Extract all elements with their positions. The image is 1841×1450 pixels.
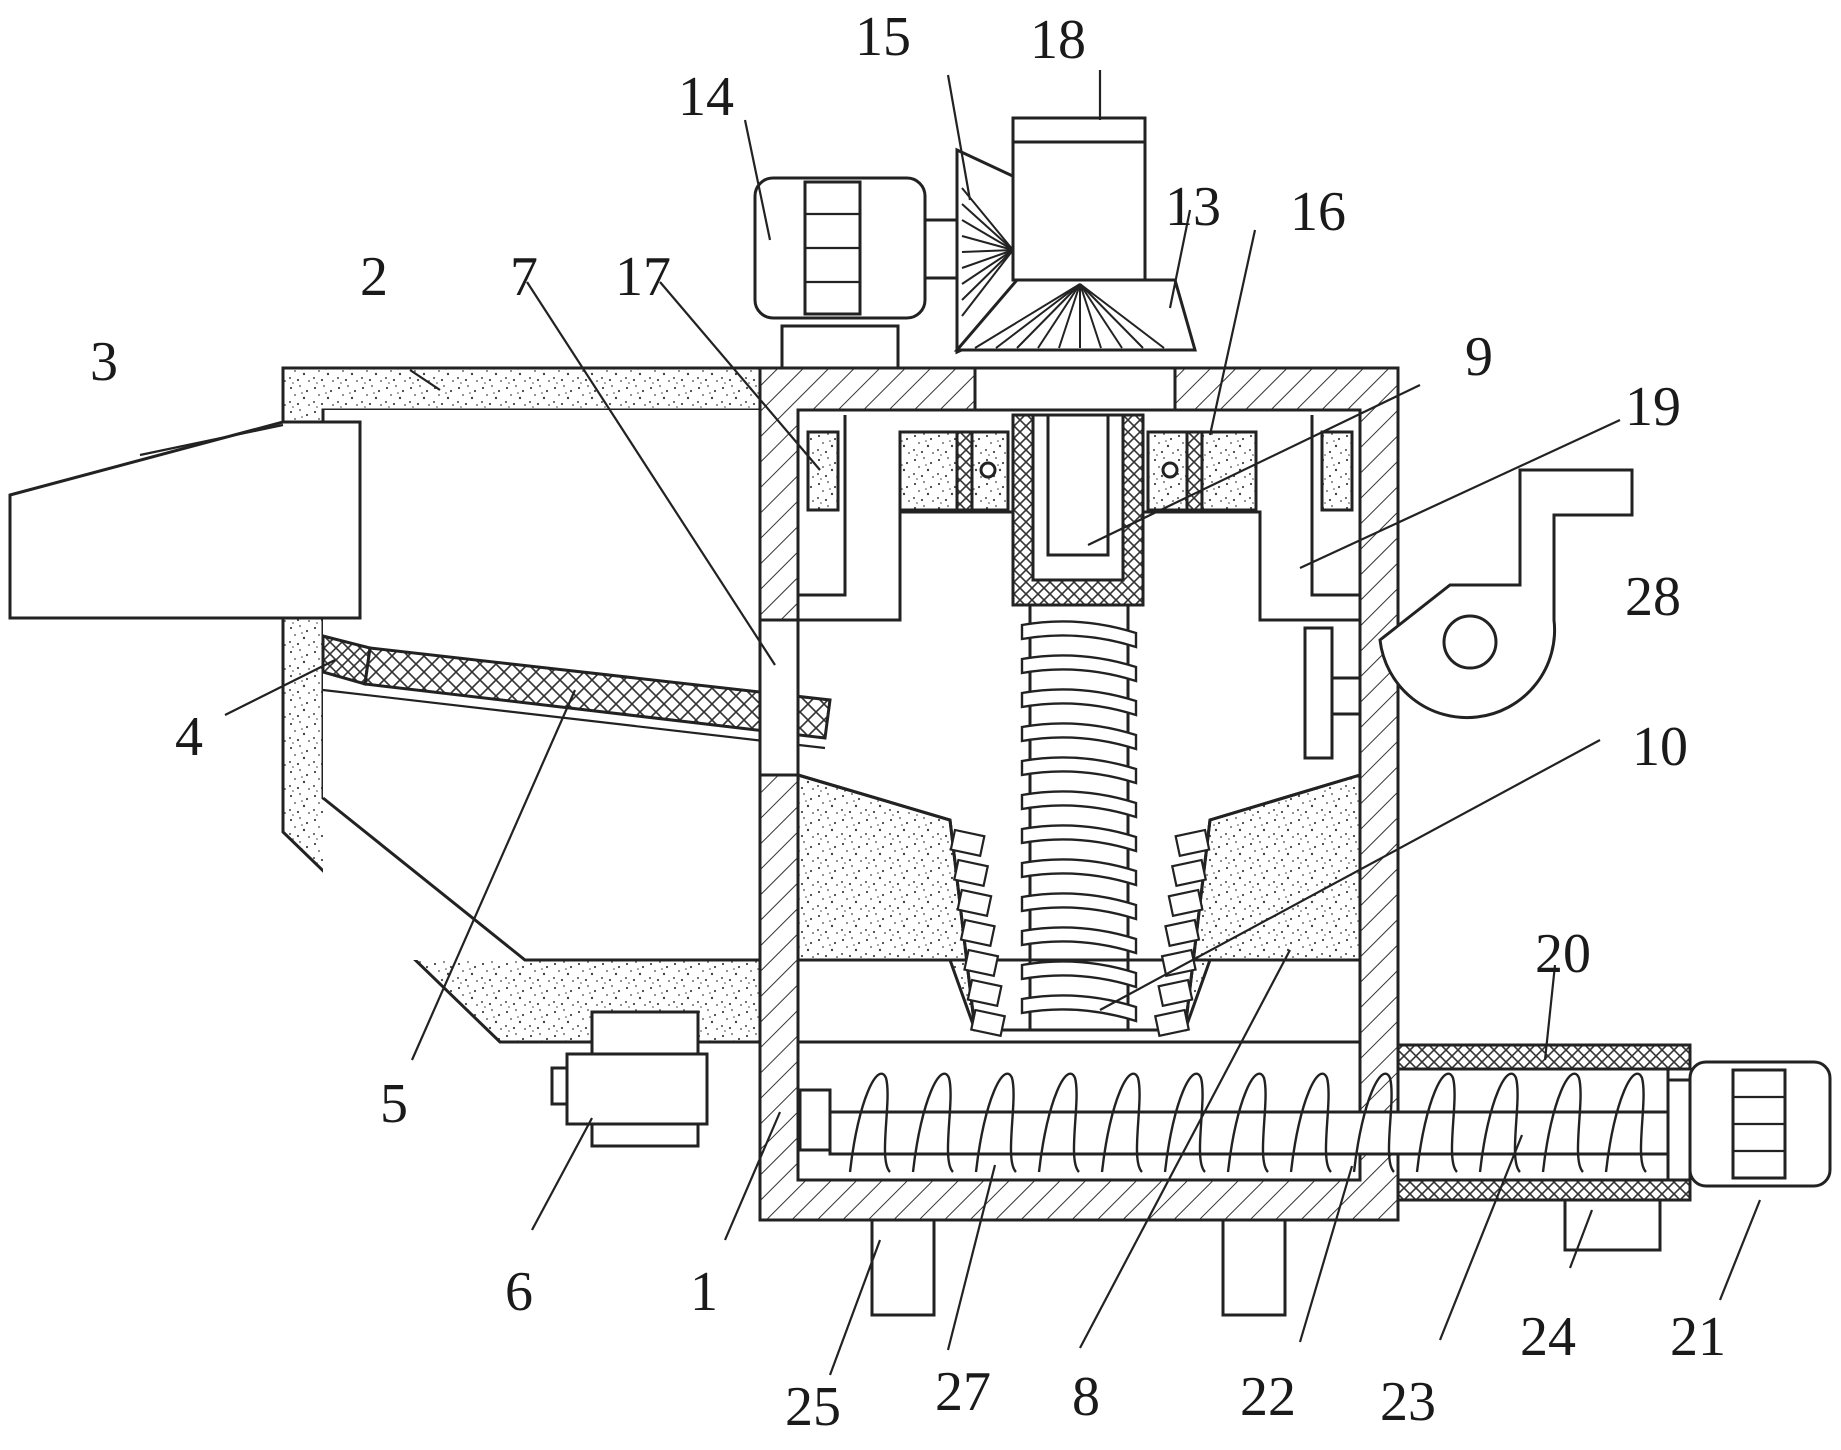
label-4: 4 [175, 706, 203, 768]
drive-shaft [1011, 413, 1145, 607]
gear-tooth [961, 249, 1014, 253]
cone-tooth [969, 1008, 1007, 1038]
screw-ridge [1020, 688, 1138, 717]
label-18: 18 [1030, 9, 1086, 71]
conveyor-flight [1289, 1072, 1332, 1173]
screw-ridge [1020, 620, 1138, 649]
conveyor-flight [1415, 1072, 1458, 1173]
part-labels: 3 2 7 17 14 15 18 13 16 9 19 28 10 4 5 6… [90, 6, 1726, 1438]
conveyor-flight [1100, 1072, 1143, 1173]
cone-tooth [963, 948, 1000, 978]
label-20: 20 [1535, 923, 1591, 985]
screw-ridge [1020, 858, 1138, 887]
label-25: 25 [785, 1376, 841, 1438]
label-24: 24 [1520, 1306, 1576, 1368]
cone-tooth [1167, 888, 1204, 918]
gear-tooth [961, 249, 1014, 269]
label-22: 22 [1240, 1366, 1296, 1428]
gear-tooth [995, 283, 1081, 349]
gearbox-cap [1011, 116, 1147, 144]
screw-ridge [1020, 892, 1138, 921]
label-7: 7 [510, 246, 538, 308]
gear-tooth [961, 249, 1014, 301]
top-motor [753, 176, 959, 370]
screw-ridge [1020, 926, 1138, 955]
conveyor-flight [848, 1072, 891, 1173]
bevel-gears [953, 116, 1197, 355]
crushing-screw [1020, 603, 1138, 1032]
top-bracket [796, 408, 1362, 622]
screw-ridge [1020, 824, 1138, 853]
label-1: 1 [690, 1261, 718, 1323]
gear-tooth [961, 219, 1014, 251]
crushing-cone [796, 772, 1362, 1038]
cone-tooth [956, 888, 993, 918]
label-19: 19 [1625, 376, 1681, 438]
gearbox [1011, 140, 1147, 282]
blower-fan [1303, 468, 1634, 760]
cone-tooth [1174, 828, 1211, 858]
gear-tooth [1037, 283, 1081, 349]
conveyor-flight [1352, 1072, 1395, 1173]
screw-ridge [1020, 790, 1138, 819]
label-21: 21 [1670, 1306, 1726, 1368]
label-9: 9 [1465, 326, 1493, 388]
label-16: 16 [1290, 181, 1346, 243]
gear-tooth [961, 235, 1014, 251]
label-13: 13 [1165, 176, 1221, 238]
discharge-conveyor [798, 1043, 1692, 1202]
discharge-valve [550, 1010, 709, 1148]
label-5: 5 [380, 1073, 408, 1135]
label-23: 23 [1380, 1371, 1436, 1433]
label-6: 6 [505, 1261, 533, 1323]
gear-tooth [1079, 283, 1144, 349]
cone-tooth [1170, 858, 1208, 888]
label-10: 10 [1632, 716, 1688, 778]
gear-tooth [974, 283, 1081, 349]
label-28: 28 [1625, 566, 1681, 628]
label-27: 27 [935, 1361, 991, 1423]
screw-ridge [1020, 756, 1138, 785]
cone-tooth [1153, 1008, 1191, 1038]
support-leg-right [1221, 1218, 1287, 1317]
label-2: 2 [360, 246, 388, 308]
screw-ridge [1020, 994, 1138, 1023]
support-leg-left [870, 1218, 936, 1317]
cone-tooth [949, 828, 986, 858]
conveyor-flight [1478, 1072, 1521, 1173]
conveyor-flight [911, 1072, 954, 1173]
screw-ridge [1020, 722, 1138, 751]
conveyor-flight [1037, 1072, 1080, 1173]
gear-tooth [1079, 283, 1123, 349]
cone-tooth [959, 918, 996, 948]
conveyor-flight [974, 1072, 1017, 1173]
cone-tooth [952, 858, 990, 888]
cone-tooth [1164, 918, 1201, 948]
label-15: 15 [855, 6, 911, 68]
gear-tooth [1079, 283, 1165, 349]
gear-tooth [1058, 283, 1081, 349]
label-17: 17 [615, 246, 671, 308]
gear-tooth [961, 203, 1014, 251]
gear-tooth [961, 249, 1014, 285]
gear-tooth [1079, 283, 1102, 349]
label-14: 14 [678, 66, 734, 128]
cone-tooth [966, 978, 1003, 1008]
screw-ridge [1020, 654, 1138, 683]
conveyor-flight [1604, 1072, 1647, 1173]
conveyor-flight [1541, 1072, 1584, 1173]
gear-tooth [1016, 283, 1081, 349]
label-3: 3 [90, 331, 118, 393]
inclined-screen [321, 634, 832, 750]
conveyor-flight [1163, 1072, 1206, 1173]
cone-tooth [1157, 978, 1194, 1008]
gear-tooth [961, 249, 1014, 317]
label-8: 8 [1072, 1366, 1100, 1428]
conveyor-flight [1226, 1072, 1269, 1173]
leader-lines [139, 70, 1762, 1376]
feed-inlet [8, 420, 362, 620]
